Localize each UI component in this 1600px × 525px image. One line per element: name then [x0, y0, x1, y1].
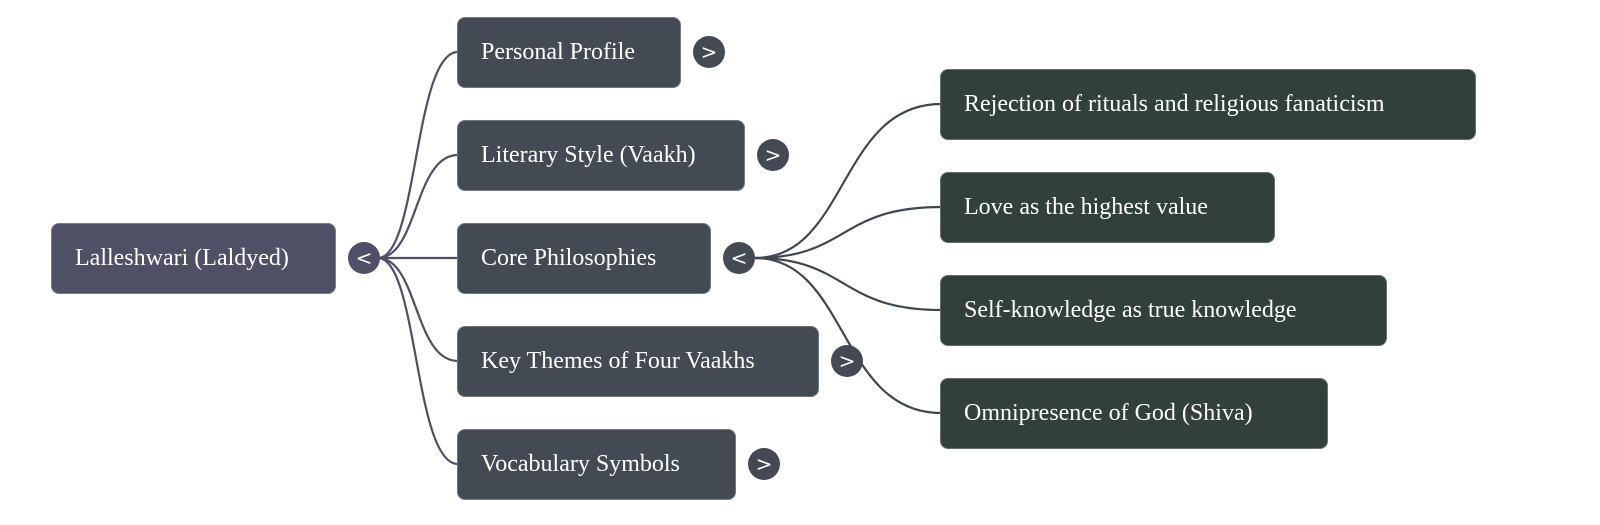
- branch-label: Vocabulary Symbols: [481, 451, 680, 477]
- expand-toggle-literary-style[interactable]: >: [757, 139, 789, 171]
- branch-label: Core Philosophies: [481, 245, 657, 271]
- branch-vocabulary-symbols[interactable]: Vocabulary Symbols: [457, 429, 736, 500]
- connector-root-branch-1: [377, 153, 459, 260]
- branch-label: Key Themes of Four Vaakhs: [481, 348, 755, 374]
- root-node-label: Lalleshwari (Laldyed): [75, 245, 289, 271]
- expand-icon: >: [838, 349, 856, 373]
- branch-literary-style[interactable]: Literary Style (Vaakh): [457, 120, 745, 191]
- leaf-rejection-of-rituals[interactable]: Rejection of rituals and religious fanat…: [940, 69, 1476, 140]
- connector-root-branch-0: [377, 50, 459, 260]
- collapse-icon: <: [355, 246, 373, 270]
- collapse-icon: <: [730, 246, 748, 270]
- leaf-love-highest-value[interactable]: Love as the highest value: [940, 172, 1275, 243]
- branch-key-themes[interactable]: Key Themes of Four Vaakhs: [457, 326, 819, 397]
- expand-toggle-personal-profile[interactable]: >: [693, 36, 725, 68]
- leaf-label: Omnipresence of God (Shiva): [964, 400, 1253, 426]
- connector-core-leaf-2: [754, 256, 942, 312]
- expand-icon: >: [755, 452, 773, 476]
- branch-personal-profile[interactable]: Personal Profile: [457, 17, 681, 88]
- leaf-label: Love as the highest value: [964, 194, 1208, 220]
- connector-core-leaf-1: [754, 205, 942, 260]
- expand-icon: >: [764, 143, 782, 167]
- branch-label: Literary Style (Vaakh): [481, 142, 696, 168]
- connector-root-branch-4: [377, 256, 459, 466]
- expand-toggle-vocabulary-symbols[interactable]: >: [748, 448, 780, 480]
- expand-toggle-key-themes[interactable]: >: [831, 345, 863, 377]
- connector-core-leaf-3: [754, 256, 942, 415]
- collapse-toggle-core-philosophies[interactable]: <: [723, 242, 755, 274]
- branch-label: Personal Profile: [481, 39, 635, 65]
- root-collapse-toggle[interactable]: <: [348, 242, 380, 274]
- connector-core-leaf-0: [754, 102, 942, 260]
- expand-icon: >: [700, 40, 718, 64]
- connector-root-branch-3: [377, 256, 459, 363]
- leaf-self-knowledge[interactable]: Self-knowledge as true knowledge: [940, 275, 1387, 346]
- leaf-label: Rejection of rituals and religious fanat…: [964, 91, 1385, 117]
- branch-core-philosophies[interactable]: Core Philosophies: [457, 223, 711, 294]
- root-node[interactable]: Lalleshwari (Laldyed): [51, 223, 336, 294]
- leaf-label: Self-knowledge as true knowledge: [964, 297, 1297, 323]
- leaf-omnipresence-of-god[interactable]: Omnipresence of God (Shiva): [940, 378, 1328, 449]
